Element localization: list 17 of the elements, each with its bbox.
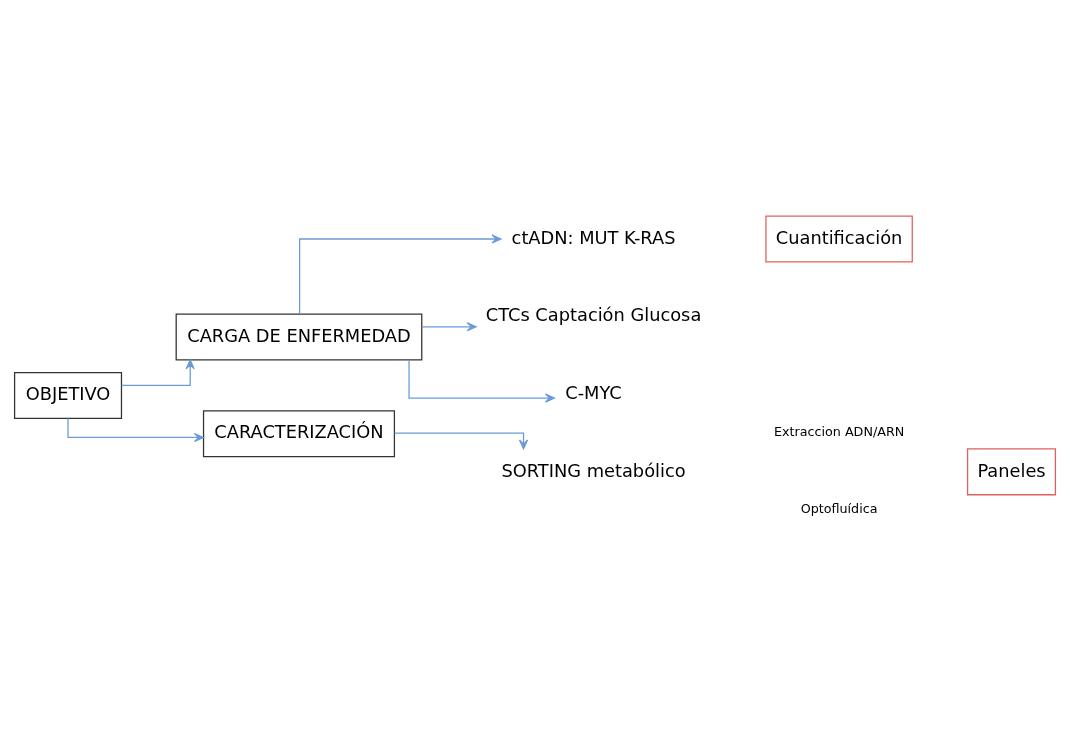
node-box: CARACTERIZACIÓN (202, 410, 396, 458)
node-text: Extraccion ADN/ARN (773, 423, 905, 439)
arrow (298, 234, 502, 315)
node-box: OBJETIVO (13, 371, 123, 420)
arrow (393, 432, 529, 450)
arrow (421, 322, 477, 332)
arrow (121, 359, 195, 386)
node-box: Paneles (966, 448, 1057, 496)
node-text: CTCs Captación Glucosa (485, 304, 702, 326)
arrow (408, 359, 556, 403)
node-text: Optofluídica (800, 501, 878, 517)
node-text: SORTING metabólico (501, 459, 686, 481)
node-text: ctADN: MUT K-RAS (511, 226, 676, 248)
arrow (67, 417, 204, 443)
node-box: Cuantificación (765, 215, 913, 263)
node-box: CARGA DE ENFERMEDAD (175, 313, 423, 361)
node-text: C-MYC (565, 381, 622, 403)
